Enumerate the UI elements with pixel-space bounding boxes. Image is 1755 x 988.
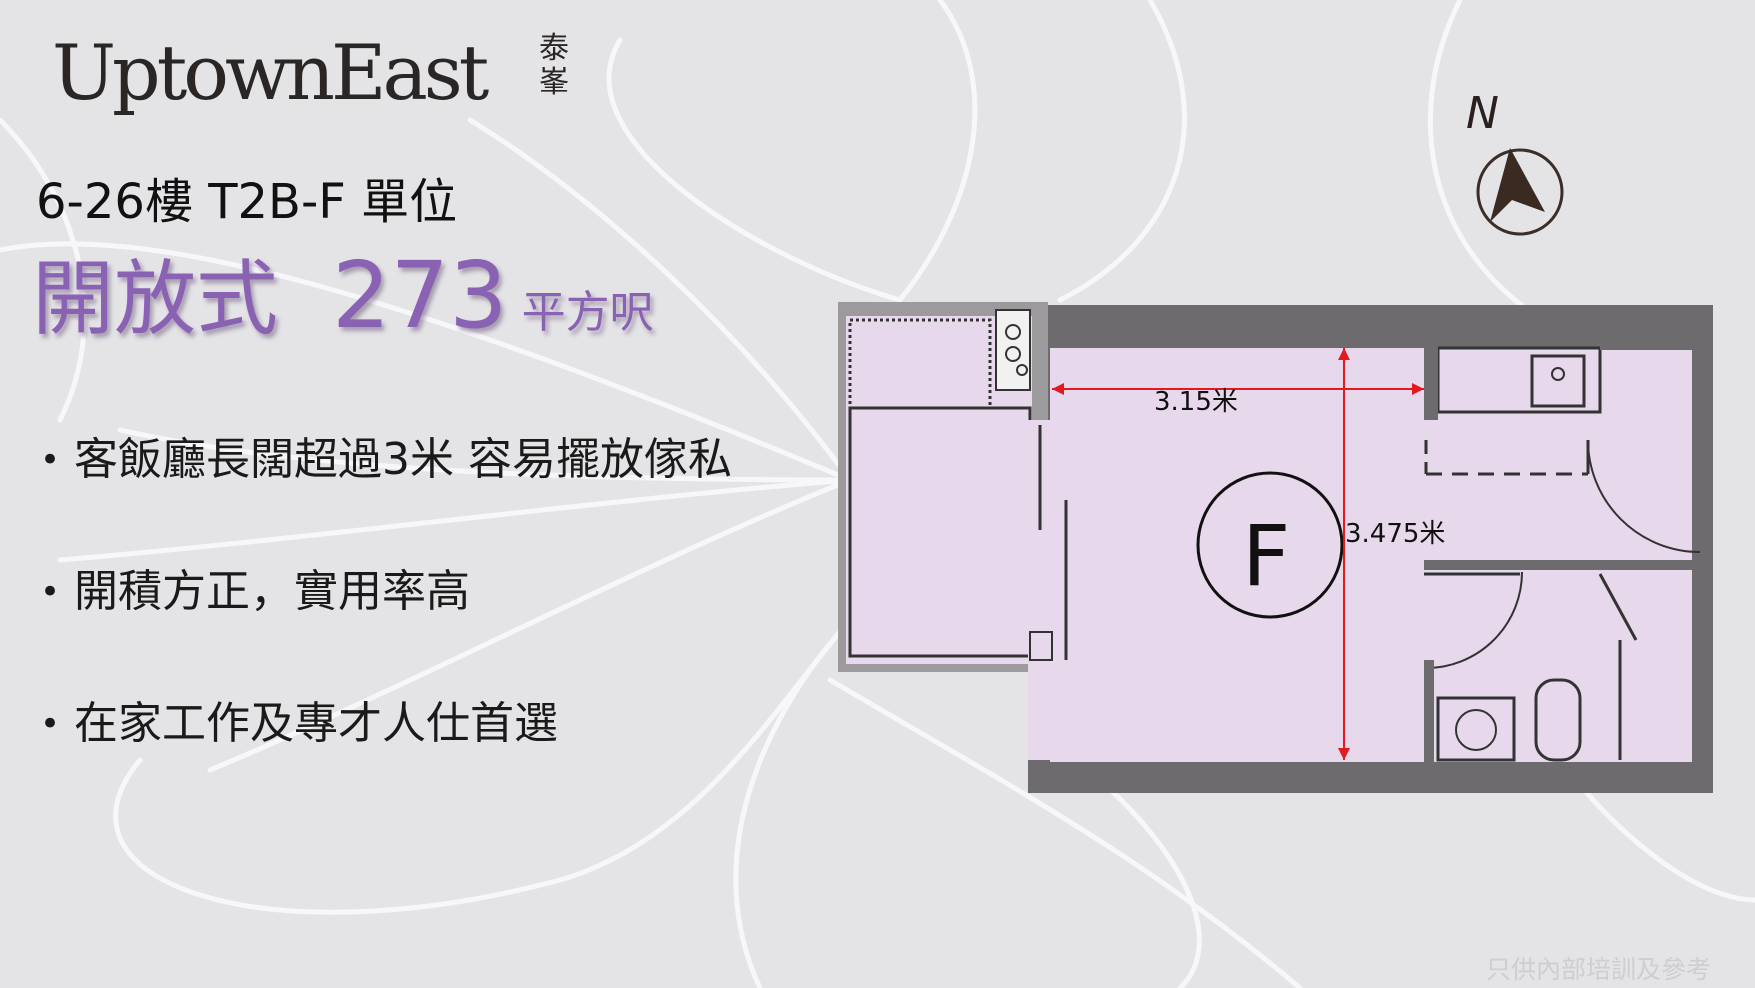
north-arrow-icon: N — [1466, 88, 1564, 236]
feature-item: 開積方正，實用率高 — [36, 562, 732, 694]
north-label: N — [1466, 88, 1499, 139]
brand-name-chinese: 泰峯 — [539, 31, 569, 100]
unit-layout-type: 開放式 — [32, 252, 279, 347]
width-dimension-label: 3.15米 — [1154, 387, 1238, 417]
feature-item: 客飯廳長闊超過3米 容易擺放傢私 — [36, 430, 732, 562]
unit-marker — [1196, 471, 1344, 619]
unit-headline: 開放式 273 平方呎 — [32, 232, 654, 351]
toilet — [1534, 678, 1582, 762]
length-dimension-label: 3.475米 — [1345, 519, 1445, 549]
unit-area-unit: 平方呎 — [521, 287, 654, 338]
disclaimer: 只供內部培訓及參考 — [1486, 955, 1712, 984]
unit-letter: F — [1242, 507, 1290, 605]
bathroom — [1424, 565, 1692, 761]
unit-area: 273 — [332, 242, 508, 349]
brand-name: UptownEast — [52, 28, 489, 117]
feature-item: 在家工作及專才人仕首選 — [36, 694, 732, 826]
washing-machine — [1436, 696, 1516, 762]
feature-list: 客飯廳長闊超過3米 容易擺放傢私 開積方正，實用率高 在家工作及專才人仕首選 — [36, 430, 732, 826]
living-room — [1050, 348, 1444, 762]
stove — [995, 309, 1031, 391]
unit-title: 6-26樓 T2B-F 單位 — [36, 174, 458, 230]
sink — [1530, 354, 1586, 408]
